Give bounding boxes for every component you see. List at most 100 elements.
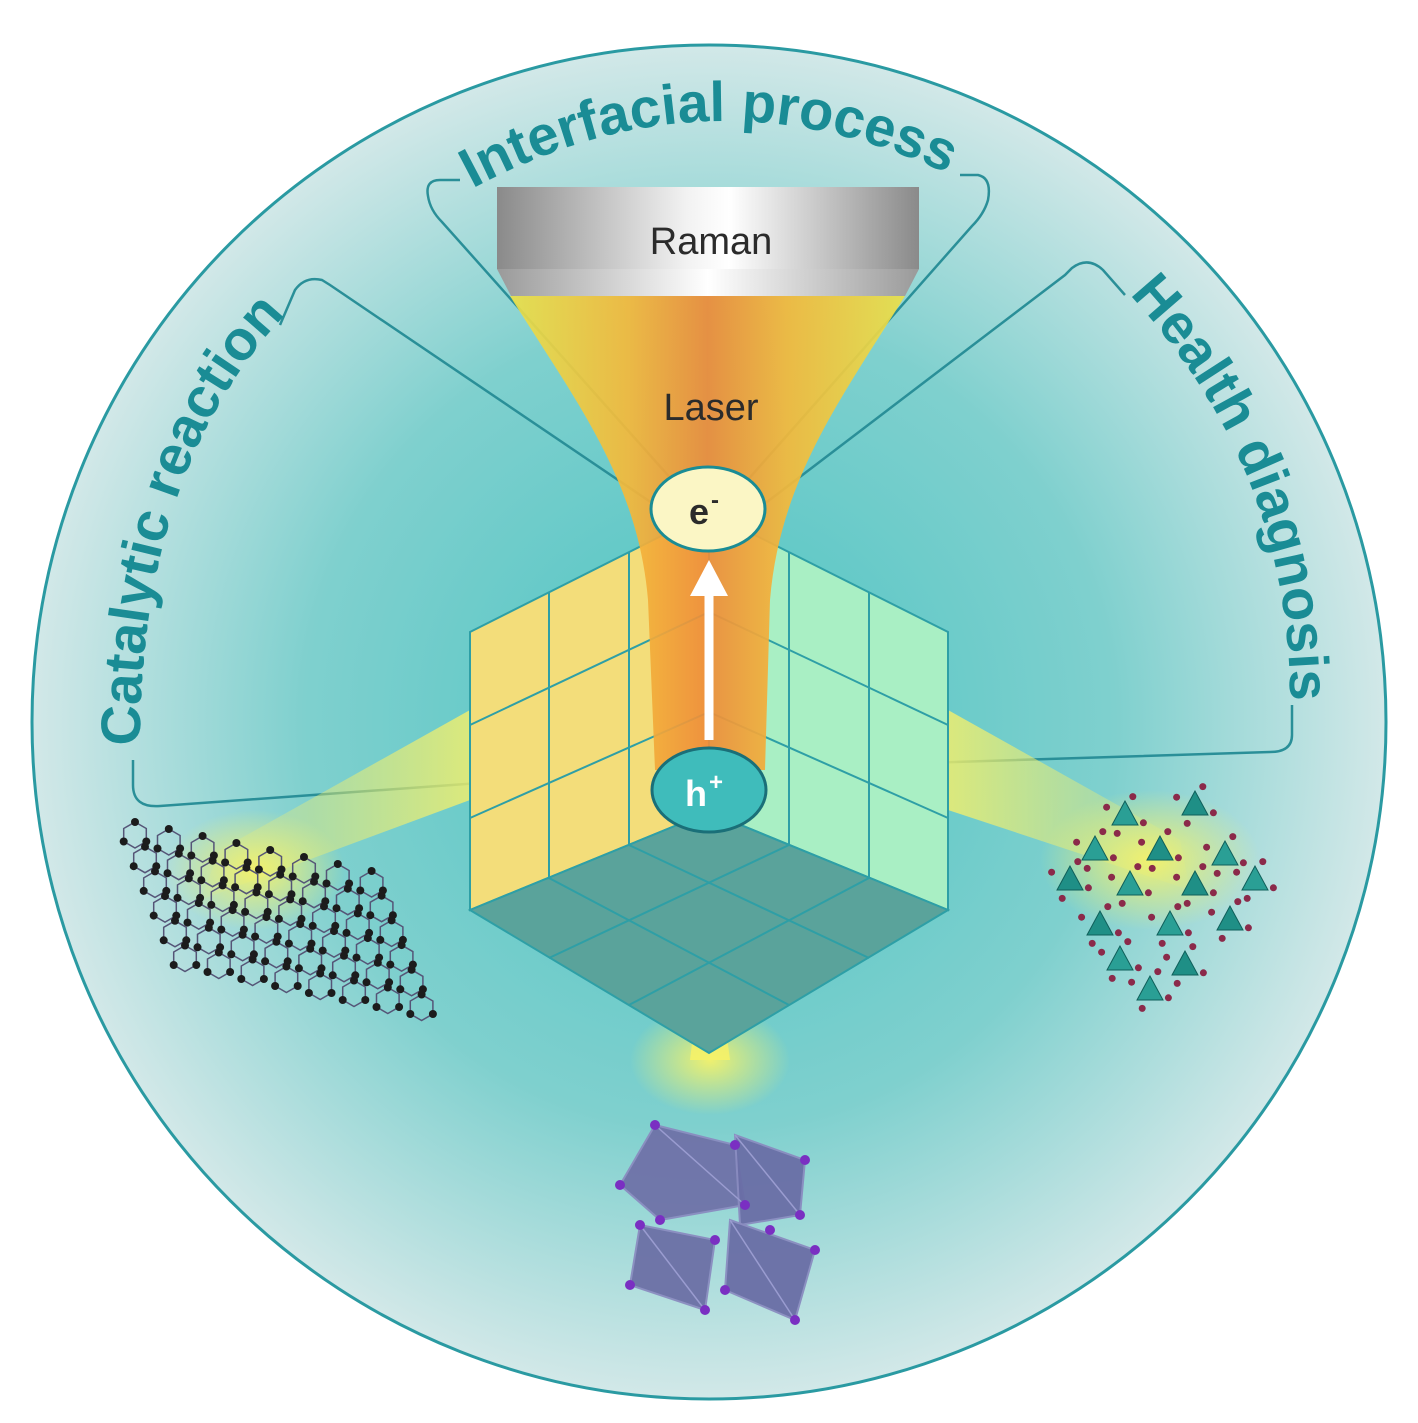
framework-atom xyxy=(1108,873,1116,881)
graphene-ring xyxy=(308,972,333,1001)
graphene-atom xyxy=(376,935,385,944)
framework-atom xyxy=(1139,819,1147,827)
graphene-atom xyxy=(308,921,317,930)
framework-atom xyxy=(1173,793,1181,801)
right-bracket-lower xyxy=(764,705,1294,770)
graphene-atom xyxy=(153,844,162,853)
graphene-ring xyxy=(301,880,327,909)
graphene-atom xyxy=(203,968,212,976)
framework-atom xyxy=(1173,979,1181,987)
graphene-ring xyxy=(224,842,249,870)
graphene-atom xyxy=(320,902,328,911)
graphene-atom xyxy=(208,856,217,865)
graphene-atom xyxy=(149,911,158,920)
graphene-ring xyxy=(234,866,259,895)
graphene-atom xyxy=(261,957,270,966)
graphene-atom xyxy=(293,982,302,990)
raman-detector-icon xyxy=(497,187,919,296)
framework-atom xyxy=(1174,903,1182,911)
graphene-atom xyxy=(342,928,351,937)
framework-atom xyxy=(1213,869,1221,877)
framework-atom xyxy=(1144,889,1152,897)
graphene-atom xyxy=(316,969,325,978)
framework-tetrahedron xyxy=(1111,799,1139,826)
graphene-atom xyxy=(129,862,138,871)
graphene-atom xyxy=(259,975,268,983)
graphene-atom xyxy=(242,863,251,872)
graphene-ring xyxy=(244,891,269,920)
arrow-up-icon xyxy=(690,560,728,740)
graphene-atom xyxy=(251,932,260,941)
framework-tetrahedron xyxy=(1106,944,1134,971)
graphene-ring xyxy=(220,909,245,937)
framework-tetrahedron xyxy=(1211,839,1239,866)
framework-atom xyxy=(1074,858,1082,866)
graphene-ring xyxy=(166,852,191,881)
graphene-atom xyxy=(173,893,182,902)
hole-bubble xyxy=(650,746,768,834)
framework-atom xyxy=(1199,969,1207,977)
graphene-ring xyxy=(142,870,168,899)
framework-atom xyxy=(1199,783,1207,791)
graphene-atom xyxy=(304,989,313,997)
graphene-atom xyxy=(338,996,347,1004)
framework-atom xyxy=(1164,994,1172,1002)
graphene-atom xyxy=(395,1003,404,1011)
graphene-atom xyxy=(353,909,362,918)
graphene-atom xyxy=(366,911,375,920)
framework-atom xyxy=(1173,873,1181,881)
graphene-atom xyxy=(164,825,173,833)
graphene-ring xyxy=(258,849,283,877)
framework-atom xyxy=(1058,894,1066,902)
framework-atom xyxy=(1104,903,1112,911)
graphene-atom xyxy=(231,883,240,892)
graphene-atom xyxy=(417,990,426,999)
graphene-ring xyxy=(230,933,255,962)
graphene-ring xyxy=(206,951,231,980)
graphene-ring xyxy=(325,863,350,891)
graphene-atom xyxy=(262,913,271,922)
framework-atom xyxy=(1118,899,1126,907)
graphene-atom xyxy=(218,881,227,890)
graphene-atom xyxy=(372,1003,381,1011)
framework-tetrahedron xyxy=(1241,864,1269,891)
graphene-ring xyxy=(196,926,221,955)
graphene-ring xyxy=(389,944,414,972)
framework-atom xyxy=(1103,803,1111,811)
graphene-atom xyxy=(204,923,213,932)
graphene-ring xyxy=(200,859,225,888)
framework-tetrahedron xyxy=(1146,834,1174,861)
graphene-ring xyxy=(379,919,404,948)
graphene-atom xyxy=(151,867,159,876)
graphene-atom xyxy=(237,975,246,983)
graphene-atom xyxy=(386,960,395,969)
graphene-atom xyxy=(330,927,338,936)
graphene-ring xyxy=(365,961,390,990)
framework-atom xyxy=(1099,828,1107,836)
graphene-atom xyxy=(340,951,348,960)
graphene-atom xyxy=(163,869,172,878)
graphene-atom xyxy=(183,918,192,927)
framework-tetrahedron xyxy=(1156,909,1184,936)
graphene-atom xyxy=(266,846,275,854)
graphene-atom xyxy=(276,870,285,879)
framework-atom xyxy=(1048,868,1056,876)
graphene-atom xyxy=(119,837,128,846)
framework-atom xyxy=(1158,939,1166,947)
graphene-atom xyxy=(294,964,303,973)
graphene-ring xyxy=(311,905,337,934)
graphene-ring xyxy=(291,856,317,884)
graphene-ring xyxy=(278,898,303,927)
graphene-ring xyxy=(288,923,313,951)
graphene-atom xyxy=(350,976,358,985)
raman-label: Raman xyxy=(650,221,773,263)
framework-atom xyxy=(1148,864,1156,872)
framework-atom xyxy=(1078,913,1086,921)
framework-atom xyxy=(1229,833,1237,841)
graphene-atom xyxy=(288,872,297,881)
framework-atom xyxy=(1138,838,1146,846)
graphene-atom xyxy=(333,860,342,868)
raman-body xyxy=(497,187,919,269)
graphene-atom xyxy=(356,886,365,895)
graphene-ring xyxy=(172,944,198,973)
